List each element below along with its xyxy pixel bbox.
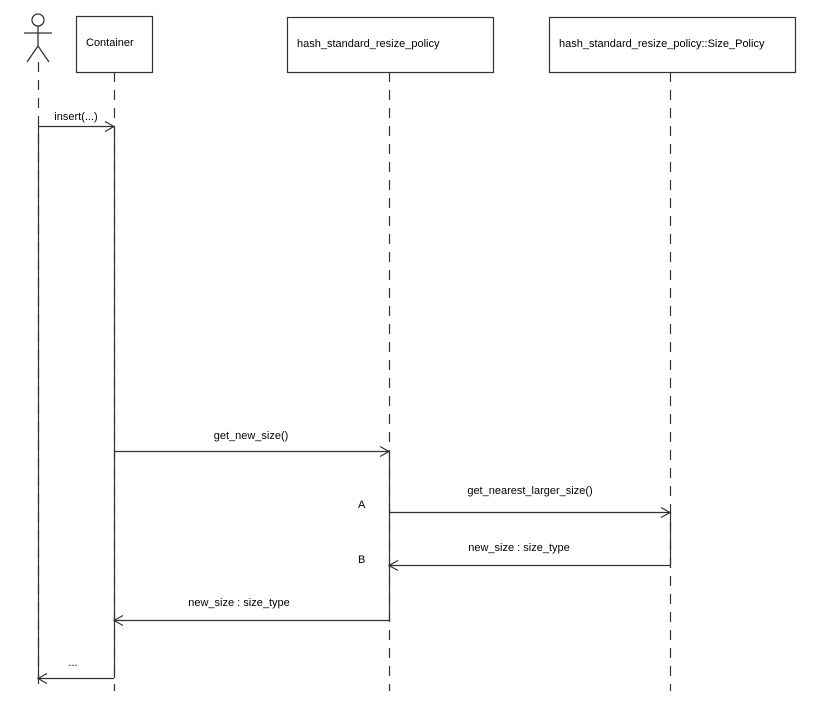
message-label-2: get_nearest_larger_size() [467,485,593,497]
message-4 [112,614,389,627]
message-1 [114,445,391,458]
participant-label-container: Container [86,37,134,49]
participant-label-resize_policy: hash_standard_resize_policy [297,37,440,50]
participant-box-size_policy[interactable] [548,16,797,74]
message-seq-A: A [358,499,366,511]
arrowhead-icon [660,506,672,519]
message-label-1: get_new_size() [213,430,289,442]
message-3 [387,559,670,572]
message-0 [38,120,116,133]
message-5 [36,672,114,685]
message-2 [389,506,672,519]
message-label-5: ... [68,657,78,669]
message-arrows [36,120,672,685]
arrowhead-icon [104,120,116,133]
actor-figure [24,13,52,63]
actor-leg-right [37,45,50,63]
message-seq-B: B [358,554,366,566]
message-label-3: new_size : size_type [468,542,570,554]
message-label-4: new_size : size_type [188,597,290,609]
lifelines [37,62,672,691]
arrowhead-icon [387,559,399,572]
participant-box-container[interactable] [75,15,154,74]
arrowhead-icon [379,445,391,458]
participant-label-size_policy: hash_standard_resize_policy::Size_Policy [559,37,765,50]
arrowhead-icon [36,672,48,685]
actor-head-icon [31,13,45,27]
actor-leg-left [26,45,39,63]
participant-box-resize_policy[interactable] [286,16,495,74]
arrowhead-icon [112,614,124,627]
participant-boxes [75,15,797,74]
message-label-0: insert(...) [54,111,98,123]
